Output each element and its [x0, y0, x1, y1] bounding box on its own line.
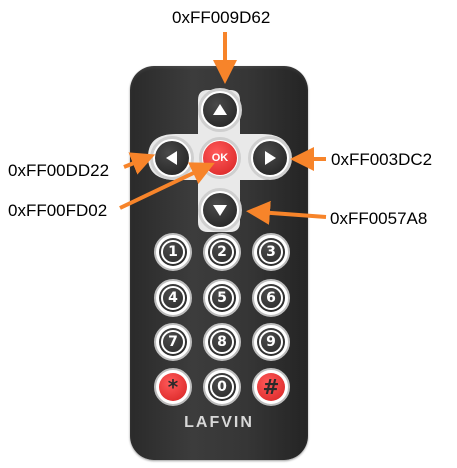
- key-3[interactable]: 3: [252, 233, 290, 271]
- down-arrow-icon: [203, 193, 237, 227]
- key-1-label: 1: [161, 240, 185, 264]
- key-0[interactable]: 0: [203, 368, 241, 406]
- down-button[interactable]: [198, 188, 242, 232]
- code-down-label: 0xFF0057A8: [330, 209, 428, 228]
- key-0-label: 0: [210, 375, 234, 399]
- right-arrow-icon: [253, 141, 287, 175]
- key-4-label: 4: [161, 286, 185, 310]
- key-6[interactable]: 6: [252, 279, 290, 317]
- key-hash[interactable]: #: [252, 368, 290, 406]
- key-star-label: *: [167, 375, 179, 399]
- key-8-label: 8: [210, 330, 234, 354]
- code-right-label: 0xFF003DC2: [331, 150, 433, 169]
- key-2-label: 2: [210, 240, 234, 264]
- code-ok-label: 0xFF00FD02: [8, 201, 108, 220]
- key-6-label: 6: [259, 286, 283, 310]
- up-arrow-icon: [203, 93, 237, 127]
- key-1[interactable]: 1: [154, 233, 192, 271]
- key-8[interactable]: 8: [203, 323, 241, 361]
- right-button[interactable]: [248, 136, 292, 180]
- key-5-label: 5: [210, 286, 234, 310]
- left-arrow-icon: [155, 141, 189, 175]
- key-star[interactable]: *: [154, 368, 192, 406]
- code-up-label: 0xFF009D62: [172, 8, 271, 27]
- ok-label: OK: [203, 141, 237, 175]
- key-9-label: 9: [259, 330, 283, 354]
- key-4[interactable]: 4: [154, 279, 192, 317]
- key-2[interactable]: 2: [203, 233, 241, 271]
- key-3-label: 3: [259, 240, 283, 264]
- brand-label: LAFVIN: [184, 414, 254, 431]
- up-button[interactable]: [198, 88, 242, 132]
- key-7[interactable]: 7: [154, 323, 192, 361]
- code-left-label: 0xFF00DD22: [8, 161, 110, 180]
- key-5[interactable]: 5: [203, 279, 241, 317]
- left-button[interactable]: [150, 136, 194, 180]
- key-hash-label: #: [262, 375, 280, 399]
- key-9[interactable]: 9: [252, 323, 290, 361]
- key-7-label: 7: [161, 330, 185, 354]
- ok-button[interactable]: OK: [199, 137, 241, 179]
